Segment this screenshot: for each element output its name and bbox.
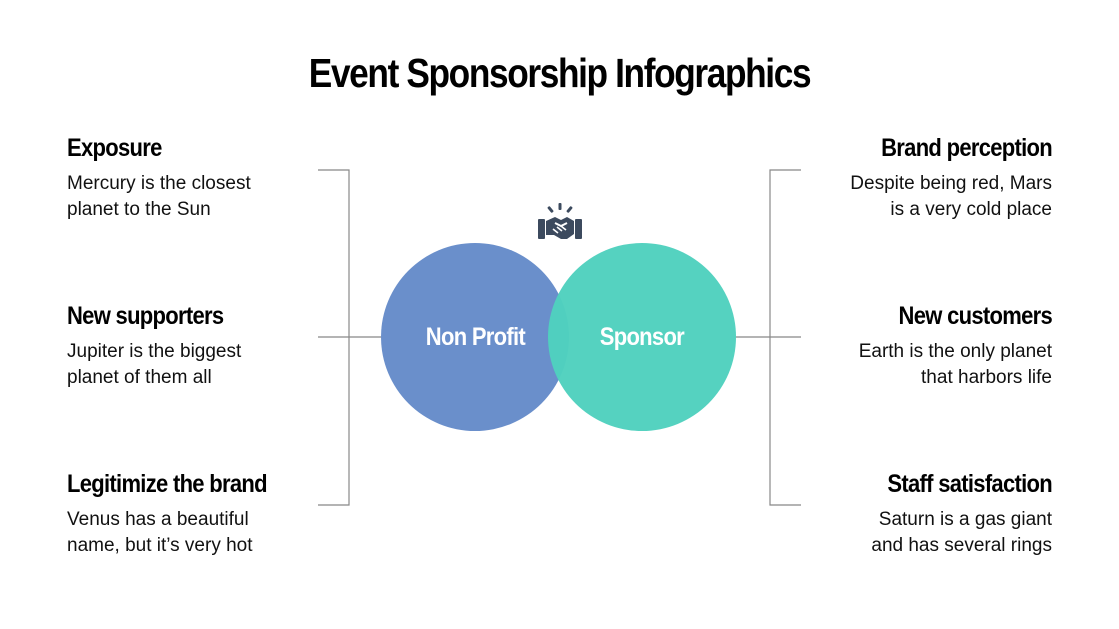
non-profit-label: Non Profit (425, 322, 525, 351)
sponsor-label: Sponsor (599, 322, 685, 351)
item-description: Saturn is a gas giant and has several ri… (871, 509, 1052, 556)
non-profit-circle: Non Profit (381, 243, 569, 431)
item-title: New supporters (67, 302, 224, 330)
item-description: Earth is the only planet that harbors li… (858, 341, 1052, 388)
item-exposure: Exposure Mercury is the closest planet t… (67, 133, 367, 223)
item-description: Venus has a beautiful name, but it’s ver… (67, 509, 253, 556)
item-new-customers: New customers Earth is the only planet t… (752, 301, 1053, 391)
item-title: Staff satisfaction (887, 470, 1052, 498)
sponsor-circle: Sponsor (548, 243, 736, 431)
item-title: Exposure (67, 134, 162, 162)
item-staff-satisfaction: Staff satisfaction Saturn is a gas giant… (752, 469, 1052, 559)
page-title: Event Sponsorship Infographics (308, 50, 812, 96)
item-title: New customers (898, 302, 1053, 330)
handshake-icon (538, 203, 582, 239)
item-title: Legitimize the brand (67, 470, 268, 498)
item-description: Despite being red, Mars is a very cold p… (850, 173, 1052, 220)
item-description: Jupiter is the biggest planet of them al… (67, 341, 242, 388)
item-legitimize-brand: Legitimize the brand Venus has a beautif… (67, 469, 367, 559)
item-new-supporters: New supporters Jupiter is the biggest pl… (67, 301, 367, 391)
item-description: Mercury is the closest planet to the Sun (67, 173, 251, 220)
item-brand-perception: Brand perception Despite being red, Mars… (752, 133, 1052, 223)
item-title: Brand perception (881, 134, 1053, 162)
